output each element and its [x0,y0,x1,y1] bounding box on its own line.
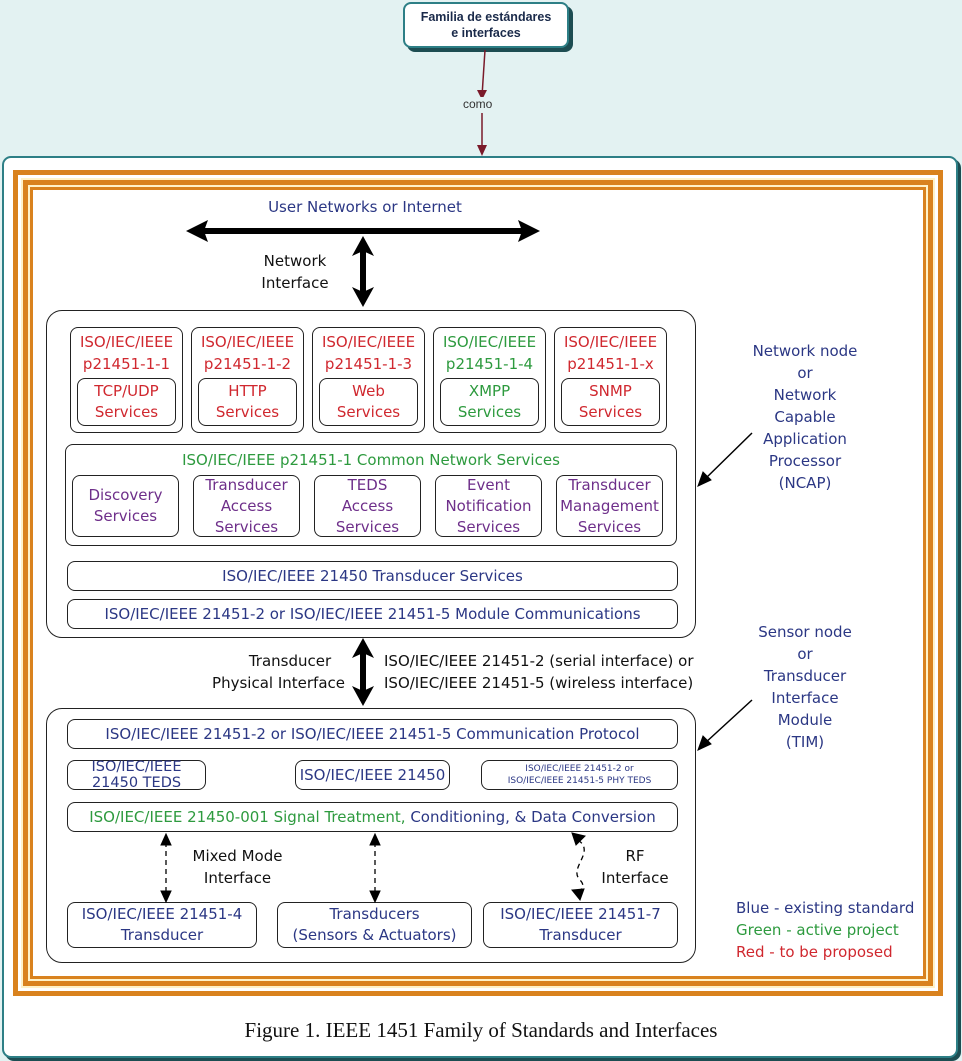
protocol-box: ISO/IEC/IEEE p21451-1-3 Web Services [312,327,425,433]
transducer-box: ISO/IEC/IEEE 21451-4 Transducer [67,902,257,948]
protocol-service-box: SNMP Services [561,378,660,426]
rf-interface-arrow [571,832,586,902]
label-line: Capable [774,408,836,426]
teds-box: ISO/IEC/IEEE 21450 TEDS [67,759,206,791]
protocol-service-box: XMPP Services [440,378,539,426]
label-line: Interface [771,689,839,707]
link-label: como [460,97,496,111]
label-line: Network [773,386,837,404]
mixed-mode-label: Mixed Mode Interface [192,847,283,887]
phy-teds-box: ISO/IEC/IEEE 21451-2 or ISO/IEC/IEEE 214… [481,760,678,790]
arrowhead-icon [477,90,487,100]
std-21450-box: ISO/IEC/IEEE 21450 [295,760,450,790]
concept-node-familia[interactable]: Familia de estándares e interfaces [403,2,569,48]
network-interface-arrow [352,236,374,307]
physical-options-label: ISO/IEC/IEEE 21451-2 (serial interface) … [384,652,694,692]
comm-protocol-bar: ISO/IEC/IEEE 21451-2 or ISO/IEC/IEEE 214… [67,719,678,749]
protocol-standard: ISO/IEC/IEEE p21451-1-x [563,333,658,373]
user-networks-label: User Networks or Internet [268,198,462,216]
protocol-box: ISO/IEC/IEEE p21451-1-x SNMP Services [554,327,667,433]
transducer-services-bar: ISO/IEC/IEEE 21450 Transducer Services [67,561,678,591]
protocol-box: ISO/IEC/IEEE p21451-1-1 TCP/UDP Services [70,327,183,433]
label-line: Network node [752,342,858,360]
concept-node-line2: e interfaces [451,26,521,40]
protocol-box: ISO/IEC/IEEE p21451-1-2 HTTP Services [191,327,304,433]
transducer-box: ISO/IEC/IEEE 21451-7 Transducer [483,902,678,948]
common-services-title: ISO/IEC/IEEE p21451-1 Common Network Ser… [182,451,560,469]
protocol-standard: ISO/IEC/IEEE p21451-1-1 [79,333,174,373]
label-line: (TIM) [785,733,825,751]
protocol-service-box: TCP/UDP Services [77,378,176,426]
label-line: Sensor node [758,623,852,641]
user-network-arrow [186,220,540,242]
concept-node-line1: Familia de estándares [420,10,552,24]
figure-caption: Figure 1. IEEE 1451 Family of Standards … [244,1018,718,1042]
label-line: or [797,645,813,663]
label-line: (NCAP) [778,474,832,492]
protocol-standard: ISO/IEC/IEEE p21451-1-4 [442,333,537,373]
signal-treatment-bar: ISO/IEC/IEEE 21450-001 Signal Treatment,… [67,802,678,832]
physical-interface-arrow [352,638,374,706]
tim-pointer-arrow [697,699,753,751]
protocol-service-box: HTTP Services [198,378,297,426]
module-comms-bar: ISO/IEC/IEEE 21451-2 or ISO/IEC/IEEE 214… [67,599,678,629]
protocol-service-box: Web Services [319,378,418,426]
label-line: Transducer [763,667,847,685]
physical-interface-label: Transducer Physical Interface [212,652,345,692]
ncap-pointer-arrow [697,432,753,487]
transducer-arrow [369,832,381,904]
rf-interface-label: RF Interface [601,847,669,887]
concept-link [477,49,487,156]
link-line-upper [481,49,486,97]
legend-entry: Blue - existing standard [736,899,915,917]
common-service-box: Discovery Services [72,475,179,537]
protocol-standard: ISO/IEC/IEEE p21451-1-3 [321,333,416,373]
legend-entry: Green - active project [736,921,899,939]
protocol-standard: ISO/IEC/IEEE p21451-1-2 [200,333,295,373]
label-line: Application [763,430,847,448]
mixed-mode-arrow [160,832,172,904]
label-line: Processor [768,452,842,470]
transducer-box: Transducers (Sensors & Actuators) [277,902,472,948]
label-line: or [797,364,813,382]
legend-entry: Red - to be proposed [736,943,893,961]
label-line: Module [777,711,833,729]
network-interface-label: Network Interface [261,252,329,292]
protocol-box: ISO/IEC/IEEE p21451-1-4 XMPP Services [433,327,546,433]
arrowhead-icon [477,145,487,156]
